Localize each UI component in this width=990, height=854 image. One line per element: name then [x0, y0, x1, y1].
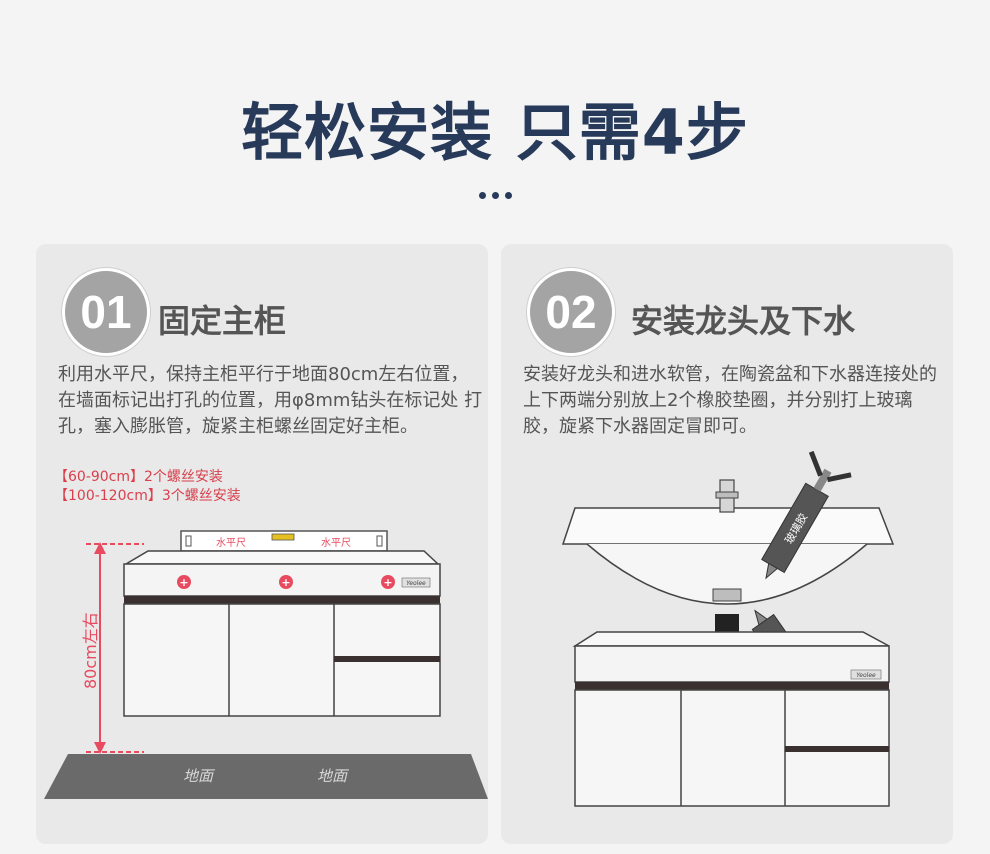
- drill-mark-icon: [279, 575, 293, 589]
- drawer-handle: [334, 656, 440, 662]
- svg-text:+: +: [383, 576, 392, 589]
- brand-plate: [401, 577, 431, 588]
- height-label: 80cm左右: [81, 612, 100, 689]
- page-title: 轻松安装 只需4步: [241, 96, 749, 169]
- step-description: 利用水平尺，保持主柜平行于地面80cm左右位置，在墙面标记出打孔的位置，用φ8m…: [58, 364, 483, 437]
- svg-text:+: +: [179, 576, 188, 589]
- cabinet-handle-strip: [124, 596, 440, 604]
- step-title: 固定主柜: [158, 302, 287, 340]
- floor-shape: [44, 754, 488, 799]
- step-card-2: 02 安装龙头及下水 安装好龙头和进水软管，在陶瓷盆和下水器连接处的上下两端分别…: [501, 244, 953, 844]
- drain-cap: [712, 588, 742, 602]
- step-number-badge: 01: [62, 268, 150, 356]
- arrow-down-icon: [94, 742, 106, 754]
- basin-bowl: [586, 543, 868, 605]
- step-title: 安装龙头及下水: [631, 302, 856, 340]
- glue-gun-icon: 玻璃胶: [761, 450, 852, 580]
- floor-label: 地面: [317, 767, 350, 785]
- svg-text:Yeolee: Yeolee: [856, 672, 876, 679]
- step-number-badge: 02: [527, 268, 615, 356]
- svg-text:+: +: [281, 576, 290, 589]
- level-label: 水平尺: [216, 537, 246, 549]
- drill-mark-icon: [381, 575, 395, 589]
- floor-label: 地面: [183, 767, 216, 785]
- basin-top: [561, 507, 895, 545]
- level-bubble: [271, 533, 295, 541]
- cabinet-top: [574, 645, 890, 683]
- svg-text:Yeolee: Yeolee: [406, 580, 426, 587]
- drill-mark-icon: [177, 575, 191, 589]
- cabinet-handle-strip: [575, 682, 889, 690]
- cabinet-mounting-illustration: 地面 地面 80cm左右 水平尺 水平尺 + + + Yeolee: [44, 530, 488, 799]
- drawer-handle: [785, 746, 889, 752]
- note-screws-2: 【60-90cm】2个螺丝安装: [54, 469, 223, 485]
- step-card-1: 01 固定主柜 利用水平尺，保持主柜平行于地面80cm左右位置，在墙面标记出打孔…: [36, 244, 488, 844]
- note-screws-3: 【100-120cm】3个螺丝安装: [54, 488, 241, 504]
- level-label: 水平尺: [321, 537, 351, 549]
- faucet-drain-illustration: 玻璃胶 玻璃胶 Yeolee: [561, 450, 895, 807]
- step-description: 安装好龙头和进水软管，在陶瓷盆和下水器连接处的上下两端分别放上2个橡胶垫圈，并分…: [523, 364, 937, 437]
- brand-plate: [850, 669, 882, 680]
- title-divider-dots: [0, 184, 990, 203]
- arrow-up-icon: [94, 542, 106, 554]
